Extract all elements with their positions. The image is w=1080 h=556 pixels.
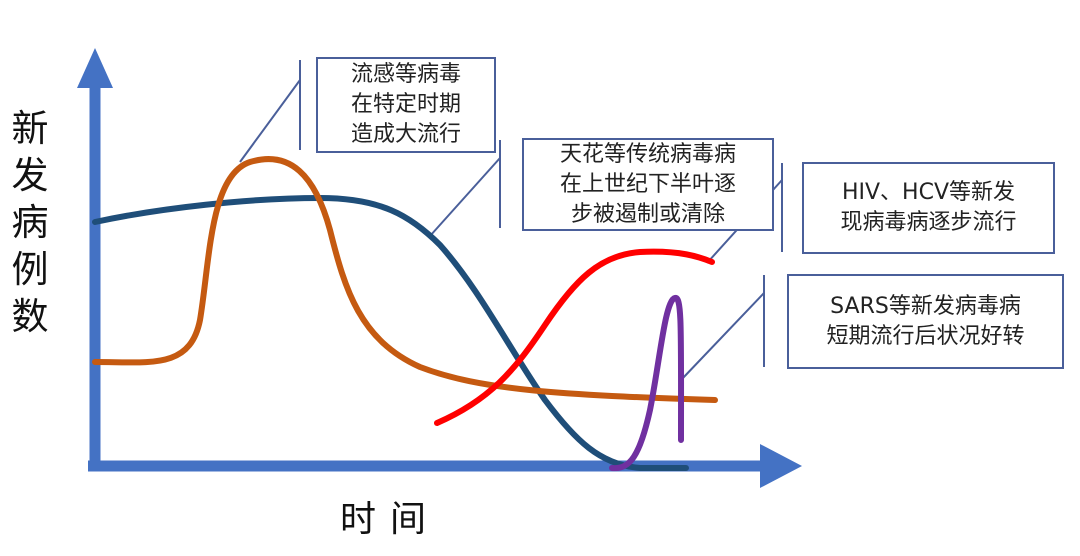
annotation-line: SARS等新发病毒病 xyxy=(830,293,1021,319)
annotation-line: 在特定时期 xyxy=(350,92,461,117)
sars-annotation-box: SARS等新发病毒病 短期流行后状况好转 xyxy=(787,274,1064,369)
y-label-char: 数 xyxy=(11,295,49,338)
annotation-line: 现病毒病逐步流行 xyxy=(840,210,1017,235)
traditional-virus-curve xyxy=(92,194,689,471)
y-label-char: 病 xyxy=(11,201,49,244)
hiv-annotation-box: HIV、HCV等新发 现病毒病逐步流行 xyxy=(802,162,1055,254)
y-axis xyxy=(77,48,113,470)
annotation-line: 造成大流行 xyxy=(350,122,461,147)
annotation-line: 短期流行后状况好转 xyxy=(826,323,1025,349)
x-axis-arrow-icon xyxy=(760,444,802,488)
sars-pointer xyxy=(681,292,765,380)
y-axis-arrow-icon xyxy=(77,48,113,88)
annotation-line: 在上世纪下半叶逐 xyxy=(559,171,736,197)
y-label-char: 例 xyxy=(11,248,49,291)
smallpox-pointer xyxy=(429,157,501,237)
callout-lines xyxy=(239,60,783,380)
annotation-line: HIV、HCV等新发 xyxy=(841,180,1016,205)
annotation-line: 流感等病毒 xyxy=(350,62,461,87)
flu-annotation-box: 流感等病毒 在特定时期 造成大流行 xyxy=(316,57,496,153)
y-axis-label: 新 发 病 例 数 xyxy=(8,105,52,340)
y-label-char: 新 xyxy=(11,107,49,150)
smallpox-annotation-box: 天花等传统病毒病 在上世纪下半叶逐 步被遏制或清除 xyxy=(522,138,774,231)
annotation-line: 步被遏制或清除 xyxy=(570,201,725,227)
flu-curve xyxy=(92,156,718,403)
x-axis xyxy=(88,444,802,488)
x-axis-label: 时间 xyxy=(340,499,441,540)
annotation-line: 天花等传统病毒病 xyxy=(559,141,736,167)
hiv-curve xyxy=(434,248,715,426)
sars-curve xyxy=(609,295,685,472)
y-label-char: 发 xyxy=(11,154,49,197)
flu-pointer xyxy=(239,79,301,163)
